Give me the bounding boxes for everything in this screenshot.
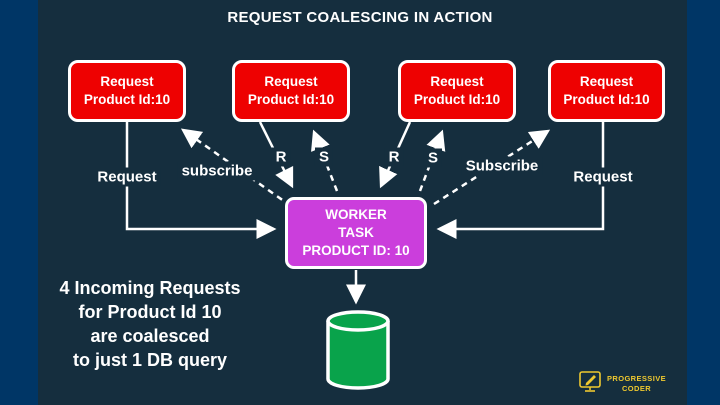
request-box-4: Request Product Id:10: [548, 60, 665, 122]
label-s-box2: S: [314, 147, 334, 167]
request-box-2-line2: Product Id:10: [247, 92, 335, 107]
worker-task-box: WORKER TASK PRODUCT ID: 10: [285, 197, 427, 269]
label-s-box3: S: [423, 148, 443, 168]
label-subscribe-left: subscribe: [177, 161, 257, 181]
left-border-bar: [0, 0, 38, 405]
request-box-1: Request Product Id:10: [68, 60, 186, 122]
request-box-3-line2: Product Id:10: [413, 92, 501, 107]
request-box-4-line2: Product Id:10: [563, 92, 650, 107]
monitor-pencil-icon: [578, 370, 602, 398]
caption-line2: for Product Id 10: [78, 302, 222, 322]
logo-text: PROGRESSIVE CODER: [607, 374, 666, 394]
worker-task-line2: TASK: [338, 224, 374, 240]
request-box-4-line1: Request: [579, 73, 634, 89]
logo-line1: PROGRESSIVE: [607, 374, 666, 384]
caption-line4: to just 1 DB query: [72, 350, 228, 370]
database-icon: [322, 306, 394, 394]
label-r-box2: R: [271, 147, 291, 167]
request-box-3-line1: Request: [430, 73, 484, 89]
worker-task-line1: WORKER: [325, 206, 387, 222]
caption-line1: 4 Incoming Requests: [59, 278, 241, 298]
label-r-box3: R: [384, 147, 404, 167]
label-request-right: Request: [569, 167, 637, 187]
worker-task-line3: PRODUCT ID: 10: [302, 243, 410, 259]
request-box-2-line1: Request: [264, 73, 318, 89]
request-box-3: Request Product Id:10: [398, 60, 516, 122]
right-border-bar: [687, 0, 720, 405]
progressive-coder-logo: PROGRESSIVE CODER: [578, 370, 666, 398]
caption-text: 4 Incoming Requests for Product Id 10 ar…: [30, 276, 270, 372]
request-box-2: Request Product Id:10: [232, 60, 350, 122]
diagram-title: REQUEST COALESCING IN ACTION: [227, 9, 493, 26]
request-box-1-line2: Product Id:10: [83, 92, 171, 107]
logo-line2: CODER: [621, 384, 652, 393]
label-subscribe-right: Subscribe: [461, 156, 543, 176]
request-box-1-line1: Request: [100, 73, 154, 89]
caption-line3: are coalesced: [90, 326, 210, 346]
label-request-left: Request: [93, 167, 161, 187]
